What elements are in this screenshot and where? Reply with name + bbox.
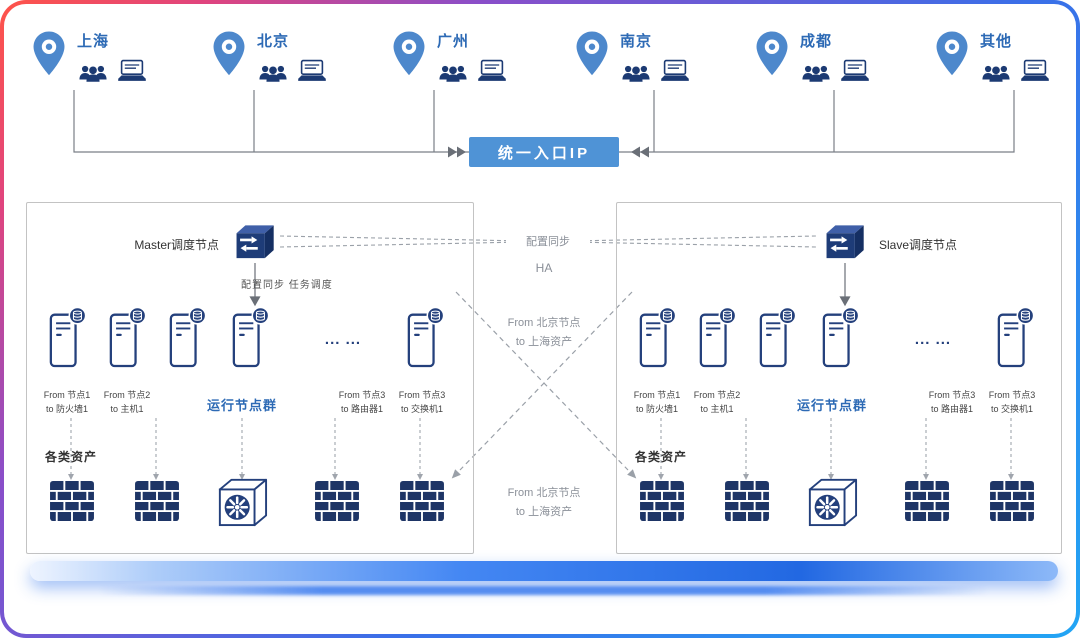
location-label: 上海 [77,33,110,50]
hub-device-icon [215,475,269,527]
node-flow-label: From 节点2 to 主机1 [103,390,151,414]
server-node-icon [406,306,444,369]
node-flow-label: From 节点1 to 防火墙1 [43,390,91,414]
ellipsis-nodes: ... ... [324,331,362,348]
map-pin-icon [391,30,427,77]
laptop-icon [1019,59,1051,83]
location-nanjing: 南京 [574,30,691,83]
location-beijing: 北京 [211,30,328,83]
diagram-canvas: 上海 北京 广州 南京 [4,4,1076,634]
laptop-icon [296,59,328,83]
users-icon [257,62,289,83]
platform-glow [99,586,989,595]
server-node-icon [638,306,676,369]
ha-label: HA [535,261,553,275]
firewall-brick-icon [399,480,445,522]
laptop-icon [116,59,148,83]
map-pin-icon [754,30,790,77]
firewall-brick-icon [989,480,1035,522]
firewall-brick-icon [314,480,360,522]
hub-device-icon [805,475,859,527]
master-node-label: Master调度节点 [134,238,219,252]
firewall-brick-icon [49,480,95,522]
slave-node-label: Slave调度节点 [879,238,958,252]
firewall-brick-icon [134,480,180,522]
server-node-icon [821,306,859,369]
map-pin-icon [31,30,67,77]
users-icon [77,62,109,83]
cross-flow-label-top: From 北京节点 to 上海资产 [507,317,581,348]
users-icon [620,62,652,83]
ellipsis-nodes: ... ... [914,331,952,348]
node-flow-label: From 节点3 to 路由器1 [928,390,976,414]
server-node-icon [758,306,796,369]
node-flow-label: From 节点1 to 防火墙1 [633,390,681,414]
server-node-icon [168,306,206,369]
firewall-brick-icon [639,480,685,522]
node-flow-label: From 节点2 to 主机1 [693,390,741,414]
laptop-icon [476,59,508,83]
cross-site-arrowheads [451,469,637,479]
map-pin-icon [574,30,610,77]
network-switch-icon [233,219,279,260]
running-node-cluster-label: 运行节点群 [206,398,277,413]
location-label: 成都 [800,33,833,50]
network-switch-icon [823,219,869,260]
server-node-icon [996,306,1034,369]
location-label: 广州 [437,33,470,50]
slave-panel: Slave调度节点 ... ... From 节点1 to 防火墙1 From … [616,202,1062,554]
laptop-icon [839,59,871,83]
location-guangzhou: 广州 [391,30,508,83]
firewall-brick-icon [904,480,950,522]
server-node-icon [231,306,269,369]
location-chengdu: 成都 [754,30,871,83]
location-label: 南京 [620,33,653,50]
dispatch-down-arrows [249,263,851,307]
assets-label: 各类资产 [45,450,98,464]
firewall-brick-icon [724,480,770,522]
assets-label: 各类资产 [635,450,688,464]
location-other: 其他 [934,30,1051,83]
cross-flow-label-bottom: From 北京节点 to 上海资产 [507,487,581,518]
entry-arrow-icons [448,146,649,158]
users-icon [800,62,832,83]
server-node-icon [108,306,146,369]
node-flow-label: From 节点3 to 交换机1 [988,390,1036,414]
location-connector-lines [73,90,1015,153]
server-node-icon [698,306,736,369]
node-flow-label: From 节点3 to 路由器1 [338,390,386,414]
users-icon [437,62,469,83]
master-panel: Master调度节点 配置同步 任务调度 ... ... From 节点1 to… [26,202,474,554]
sync-task-label: 配置同步 任务调度 [241,280,333,291]
location-shanghai: 上海 [31,30,148,83]
location-label: 北京 [257,33,290,50]
unified-entry-ip-box: 统一入口IP [469,137,619,167]
running-node-cluster-label: 运行节点群 [796,398,867,413]
map-pin-icon [934,30,970,77]
config-sync-label: 配置同步 [506,232,590,250]
users-icon [980,62,1012,83]
node-flow-label: From 节点3 to 交换机1 [398,390,446,414]
location-label: 其他 [980,33,1013,50]
platform-bar [30,561,1058,581]
node-to-asset-arrowheads [68,474,1014,480]
server-node-icon [48,306,86,369]
laptop-icon [659,59,691,83]
map-pin-icon [211,30,247,77]
